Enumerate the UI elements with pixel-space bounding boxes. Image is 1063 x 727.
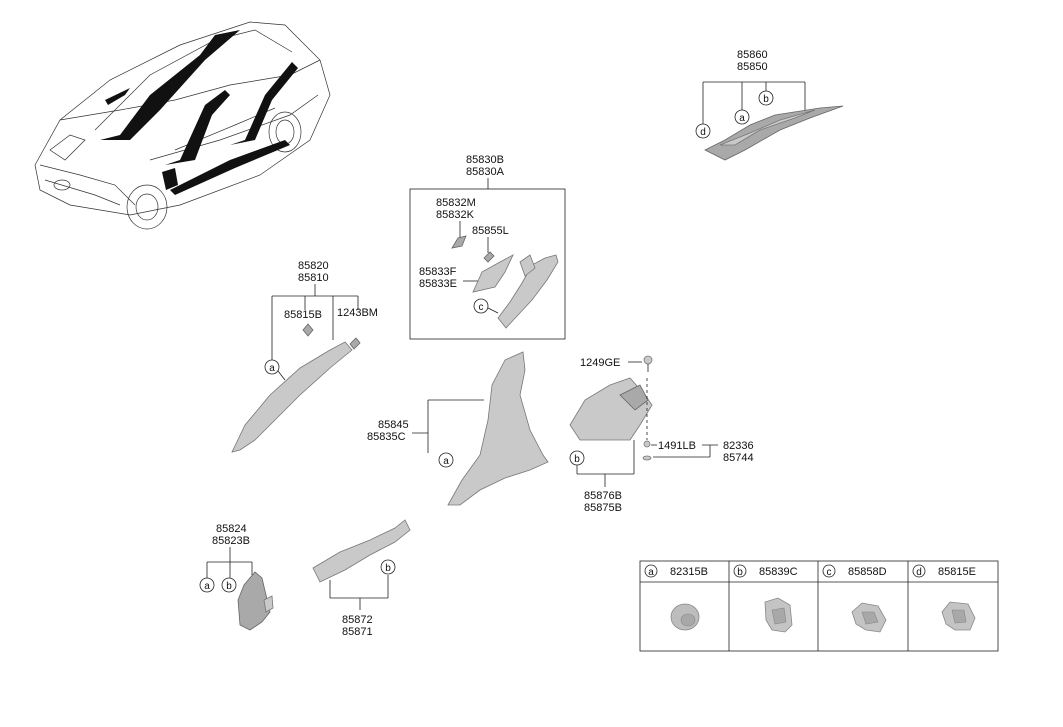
label-85833E: 85833E [419,278,457,290]
legend-a-letter: a [648,567,654,578]
callout-b-text: b [763,94,769,105]
part-85830B-85830A: 85830B 85830A 85832M 85832K 85855L 85833… [409,154,566,340]
label-85872: 85872 [342,614,373,626]
callout-b-3 [221,577,237,593]
legend-cell-c: c 85858D [822,564,887,633]
part-85872-85871: b 85872 85871 [312,519,411,638]
label-1249GE: 1249GE [580,357,620,369]
label-1491LB: 1491LB [658,440,696,452]
callout-c-text: c [479,302,484,313]
callout-d-text: d [700,127,706,138]
callout-a-2-text: a [269,363,275,374]
label-85744: 85744 [723,452,754,464]
label-1243BM: 1243BM [337,307,378,319]
label-85875B: 85875B [584,502,622,514]
callout-c [473,298,489,314]
label-85860: 85860 [737,49,768,61]
car-illustration [34,21,331,230]
callout-a-3 [438,452,454,468]
assembly-box [409,188,566,340]
label-82336: 82336 [723,440,754,452]
callout-b-4 [380,559,396,575]
label-85850: 85850 [737,61,768,73]
label-85871: 85871 [342,626,373,638]
legend-table: a 82315B b 85839C c 85858D d 85815E [639,560,999,652]
label-85845: 85845 [378,419,409,431]
label-85876B: 85876B [584,490,622,502]
legend-c-letter: c [827,567,832,578]
callout-b-2-text: b [574,454,580,465]
callout-b [758,90,774,106]
label-85830A: 85830A [466,166,505,178]
part-85824-85823B: 85824 85823B a b [199,523,274,631]
label-85810: 85810 [298,272,329,284]
legend-b-letter: b [737,567,743,578]
part-85876B-85875B: 1249GE 1491LB 82336 85744 b 85876B 85875… [569,355,754,514]
part-85860-85850: 85860 85850 d a b [695,49,844,161]
label-85855L: 85855L [472,225,509,237]
label-85820: 85820 [298,260,329,272]
callout-b-2 [569,450,585,466]
legend-d-letter: d [916,567,922,578]
legend-cell-b: b 85839C [733,564,798,633]
label-85830B: 85830B [466,154,504,166]
callout-b-3-text: b [226,581,232,592]
callout-a-text: a [739,113,745,124]
callout-a-2 [264,359,280,375]
label-85832K: 85832K [436,209,475,221]
legend-a-part: 82315B [670,566,708,578]
legend-b-part: 85839C [759,566,798,578]
legend-d-part: 85815E [938,566,976,578]
legend-cell-d: d 85815E [912,564,976,631]
label-85833F: 85833F [419,266,457,278]
callout-d [695,123,711,139]
label-85835C: 85835C [367,431,406,443]
legend-c-part: 85858D [848,566,887,578]
callout-a-4-text: a [204,581,210,592]
label-85824: 85824 [216,523,247,535]
part-85845-85835C: 85845 85835C a [367,351,549,506]
callout-a-3-text: a [443,456,449,467]
part-85820-85810: 85820 85810 85815B 1243BM a [231,260,378,453]
legend-cell-a: a 82315B [644,564,708,631]
callout-a-4 [199,577,215,593]
label-85832M: 85832M [436,197,476,209]
callout-a [734,109,750,125]
callout-b-4-text: b [385,563,391,574]
label-85815B: 85815B [284,309,322,321]
label-85823B: 85823B [212,535,250,547]
